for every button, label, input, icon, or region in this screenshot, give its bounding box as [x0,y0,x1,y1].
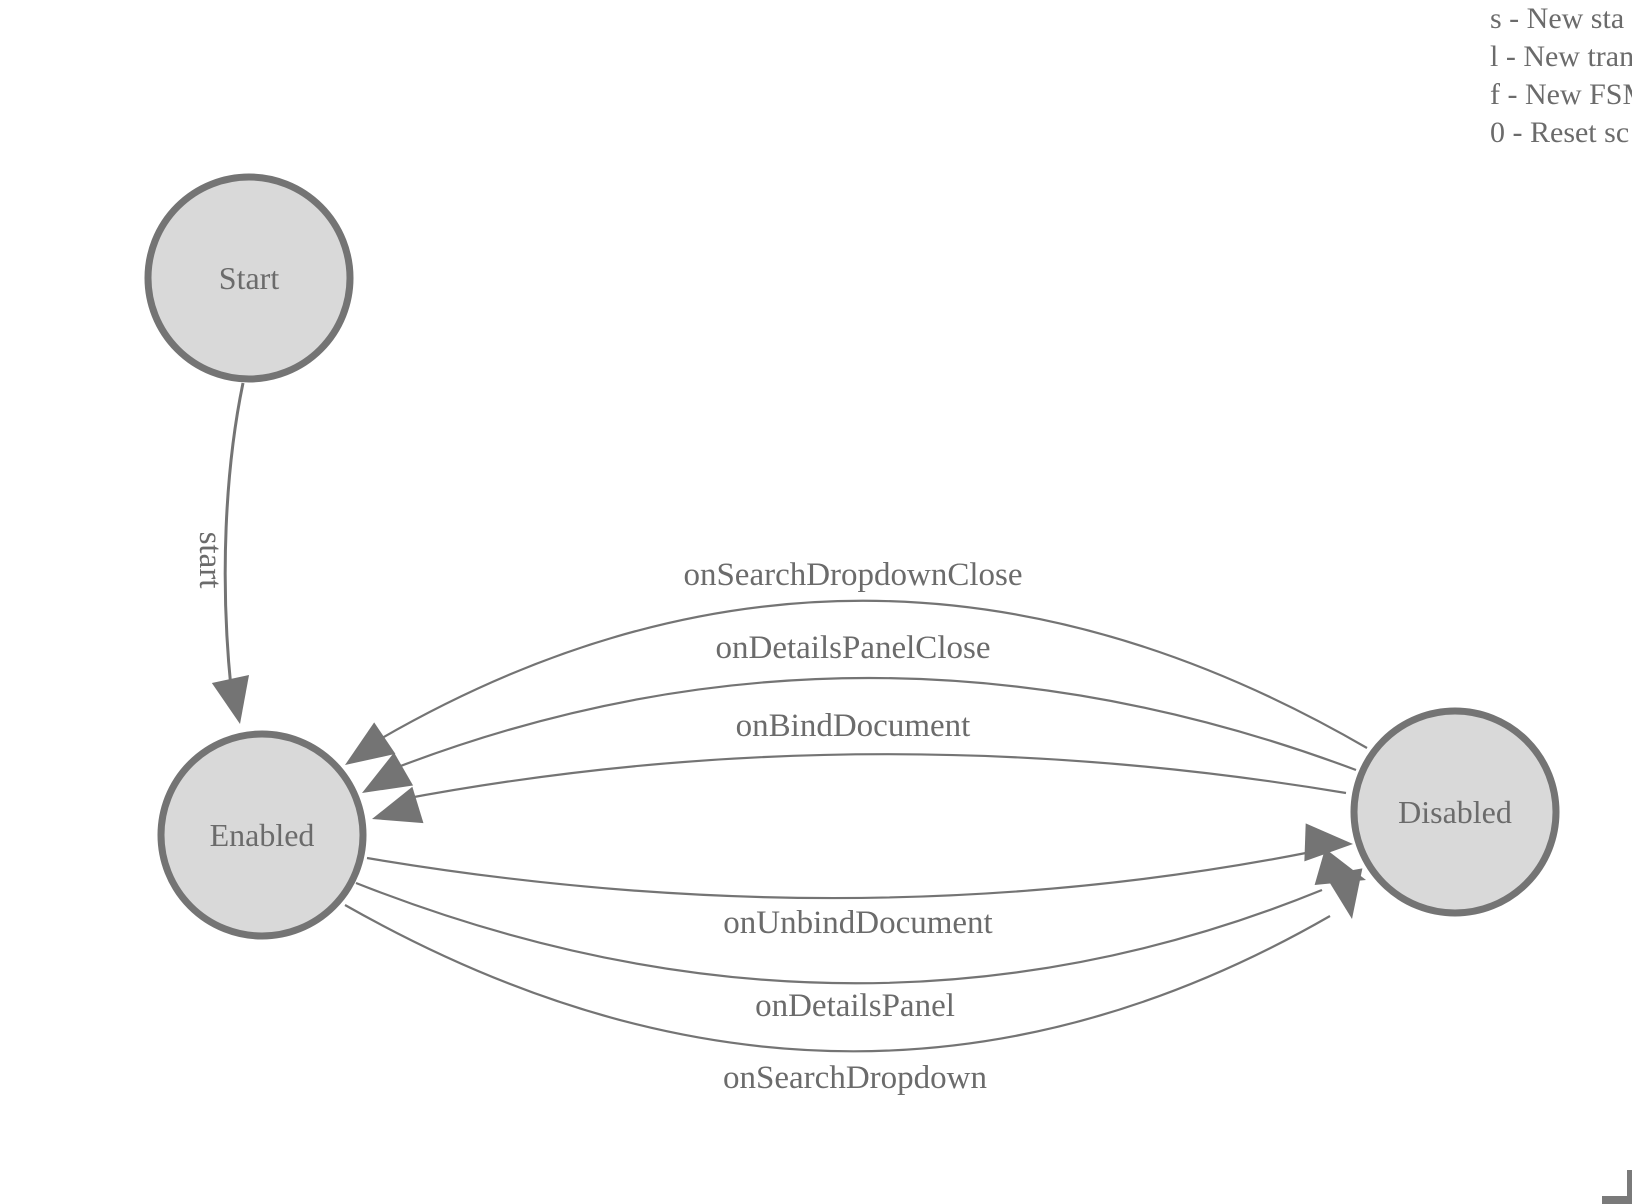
arrowhead-start-to-enabled [211,675,250,724]
transition-label-onDetailsPanel[interactable]: onDetailsPanel [755,988,955,1024]
transition-onSearchDropdown-path[interactable] [344,904,1331,1053]
transition-onDetailsPanelClose-path[interactable] [384,676,1357,774]
shortcut-legend: s - New sta l - New tran f - New FSM 0 -… [1490,2,1632,149]
legend-line-reset: 0 - Reset sc [1490,116,1629,149]
transition-onSearchDropdownClose-path[interactable] [369,599,1368,749]
transition-start-path[interactable] [223,382,245,689]
state-circle-enabled[interactable] [157,730,367,940]
corner-fragment-vertical-bar [1627,1170,1632,1204]
arrowhead-onDetailsPanelClose [362,752,414,793]
transition-onBindDocument-path[interactable] [397,753,1347,802]
state-node-enabled[interactable]: Enabled [157,730,367,940]
arrowhead-onUnbindDocument [1304,823,1353,862]
transition-label-onDetailsPanelClose[interactable]: onDetailsPanelClose [716,630,991,666]
transition-onDetailsPanelClose[interactable]: onDetailsPanelClose [384,630,1357,774]
state-label-disabled: Disabled [1398,794,1512,830]
transition-onUnbindDocument[interactable]: onUnbindDocument [366,850,1312,941]
transition-label-onSearchDropdownClose[interactable]: onSearchDropdownClose [683,557,1022,593]
transition-onUnbindDocument-path[interactable] [366,850,1312,900]
arrowheads-into-disabled [1304,823,1366,919]
transition-label-onBindDocument[interactable]: onBindDocument [736,708,971,744]
transition-onSearchDropdown[interactable]: onSearchDropdown [344,904,1331,1096]
state-circle-disabled[interactable] [1350,707,1560,917]
state-label-enabled: Enabled [210,817,315,853]
transition-start[interactable]: start [192,382,259,728]
transition-onBindDocument[interactable]: onBindDocument [397,708,1347,802]
state-node-start[interactable]: Start [144,173,354,383]
transition-onSearchDropdownClose[interactable]: onSearchDropdownClose [369,557,1368,749]
transition-label-onUnbindDocument[interactable]: onUnbindDocument [723,905,992,941]
arrowhead-onSearchDropdown [1324,868,1363,919]
transition-label-start[interactable]: start [192,532,228,589]
legend-line-new-fsm: f - New FSM [1490,78,1632,111]
transition-onDetailsPanel-path[interactable] [355,881,1323,985]
transition-label-onSearchDropdown[interactable]: onSearchDropdown [723,1060,987,1096]
arrowheads-into-enabled [345,722,424,824]
arrowhead-onSearchDropdownClose [345,722,396,765]
corner-fragment [1602,1170,1632,1204]
state-circle-start[interactable] [144,173,354,383]
arrowhead-onBindDocument [372,786,424,824]
legend-line-new-state: s - New sta [1490,2,1624,35]
state-label-start: Start [219,260,280,296]
legend-line-new-transition: l - New tran [1490,40,1632,73]
corner-fragment-horizontal-bar [1602,1196,1632,1204]
transition-onDetailsPanel[interactable]: onDetailsPanel [355,881,1323,1024]
state-node-disabled[interactable]: Disabled [1350,707,1560,917]
